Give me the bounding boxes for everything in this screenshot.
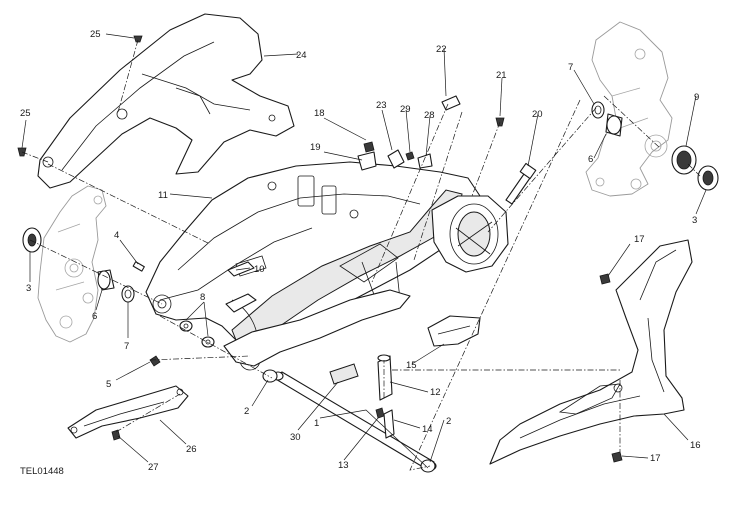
nut-5 xyxy=(149,355,161,367)
bushing-2-right xyxy=(420,459,436,473)
screw-25-top xyxy=(133,35,143,43)
screw-17-top xyxy=(599,273,611,285)
washers-8 xyxy=(179,320,215,348)
guard-26 xyxy=(67,385,189,439)
callout-15: 15 xyxy=(406,360,417,371)
bolt-22 xyxy=(441,95,461,111)
screw-18 xyxy=(363,141,375,153)
leader-lines xyxy=(21,33,707,469)
bushing-2-left xyxy=(262,369,278,383)
callout-3-right: 3 xyxy=(692,215,697,226)
assembly-lines xyxy=(21,39,701,471)
callout-19: 19 xyxy=(310,142,321,153)
callout-30: 30 xyxy=(290,432,301,443)
callout-17-bottom: 17 xyxy=(650,453,661,464)
callout-6-right: 6 xyxy=(588,154,593,165)
screw-4 xyxy=(132,261,145,272)
callout-17-top: 17 xyxy=(634,234,645,245)
bearing-9 xyxy=(671,145,697,175)
rear-hugger-24 xyxy=(37,13,295,189)
frame-ghost-right xyxy=(585,21,673,197)
callout-12: 12 xyxy=(430,387,441,398)
spacer-7-right xyxy=(591,101,605,119)
callout-11: 11 xyxy=(158,190,168,201)
callout-9: 9 xyxy=(694,92,699,103)
callout-6-left: 6 xyxy=(92,311,97,322)
callout-7-left: 7 xyxy=(124,341,129,352)
callout-14: 14 xyxy=(422,424,433,435)
callout-2-left: 2 xyxy=(244,406,249,417)
screw-14 xyxy=(383,409,395,439)
eccentric-hub xyxy=(431,195,509,273)
callout-5: 5 xyxy=(106,379,111,390)
callout-18: 18 xyxy=(314,108,325,119)
belly-pan-16 xyxy=(489,239,693,465)
drawing-code: TEL01448 xyxy=(20,466,64,477)
bracket-12 xyxy=(377,354,393,401)
bearing-6-right xyxy=(605,113,623,137)
callout-28: 28 xyxy=(424,110,435,121)
callout-27: 27 xyxy=(148,462,159,473)
bolt-20 xyxy=(505,162,537,205)
bearing-6-left xyxy=(97,269,115,291)
clamp-19 xyxy=(357,151,377,171)
pivot-shaft-1 xyxy=(272,371,437,471)
callout-13: 13 xyxy=(338,460,349,471)
frame-ghost-left xyxy=(37,185,107,343)
callout-16: 16 xyxy=(690,440,701,451)
callout-7-right: 7 xyxy=(568,62,573,73)
bushing-3-left xyxy=(22,227,42,253)
chain-slider-15 xyxy=(427,315,481,347)
screw-23 xyxy=(387,149,405,169)
callout-8: 8 xyxy=(200,292,205,303)
screw-13 xyxy=(375,407,385,419)
bushing-3-right xyxy=(697,165,719,191)
spacer-7-left xyxy=(121,285,135,303)
screw-17-bottom xyxy=(611,451,623,463)
sticker-30 xyxy=(329,363,359,385)
callout-25-left: 25 xyxy=(20,108,31,119)
callout-26: 26 xyxy=(186,444,197,455)
screw-27 xyxy=(111,429,121,441)
callout-10: 10 xyxy=(254,264,265,275)
callout-20: 20 xyxy=(532,109,543,120)
callout-29: 29 xyxy=(400,104,411,115)
callout-21: 21 xyxy=(496,70,507,81)
clip-28 xyxy=(417,153,433,169)
callout-22: 22 xyxy=(436,44,447,55)
callout-4: 4 xyxy=(114,230,119,241)
callout-3-left: 3 xyxy=(26,283,31,294)
callout-24: 24 xyxy=(296,50,307,61)
callout-1: 1 xyxy=(314,418,319,429)
callout-labels: 25 25 24 11 4 3 6 7 8 10 5 2 30 1 13 14 … xyxy=(20,29,701,477)
callout-23: 23 xyxy=(376,100,387,111)
callout-2-right: 2 xyxy=(446,416,451,427)
screw-29 xyxy=(405,151,415,161)
swingarm-lower-arm xyxy=(223,289,411,367)
callout-25-top: 25 xyxy=(90,29,101,40)
